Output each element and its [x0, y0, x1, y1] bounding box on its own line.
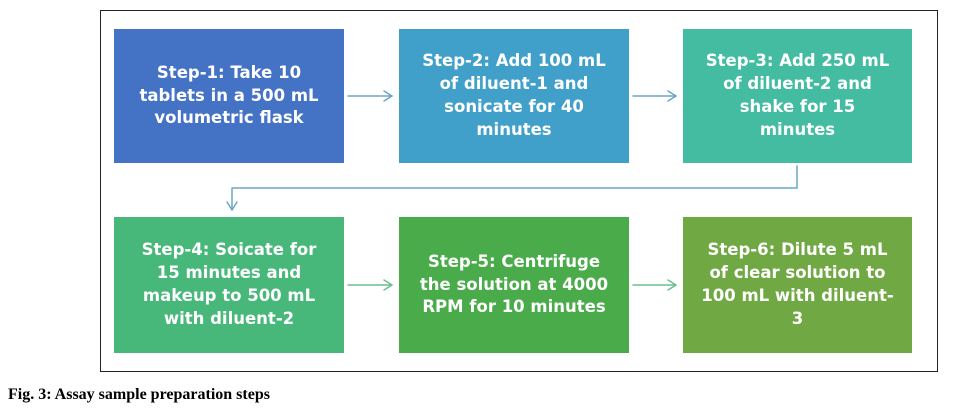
step-6-box: Step-6: Dilute 5 mL of clear solution to… — [683, 217, 912, 353]
diagram-frame — [100, 10, 938, 372]
arrow-step3-to-step4 — [226, 165, 798, 211]
arrow-step4-to-step5 — [347, 279, 393, 291]
arrow-step2-to-step3 — [632, 90, 677, 102]
arrow-step5-to-step6 — [632, 279, 677, 291]
step-1-box: Step-1: Take 10 tablets in a 500 mL volu… — [114, 29, 344, 163]
step-4-box: Step-4: Soicate for 15 minutes and makeu… — [114, 217, 344, 353]
step-5-box: Step-5: Centrifuge the solution at 4000 … — [399, 217, 629, 353]
step-2-box: Step-2: Add 100 mL of diluent-1 and soni… — [399, 29, 629, 163]
arrow-step1-to-step2 — [347, 90, 393, 102]
step-3-box: Step-3: Add 250 mL of diluent-2 and shak… — [683, 29, 912, 163]
figure-caption: Fig. 3: Assay sample preparation steps — [8, 386, 270, 403]
